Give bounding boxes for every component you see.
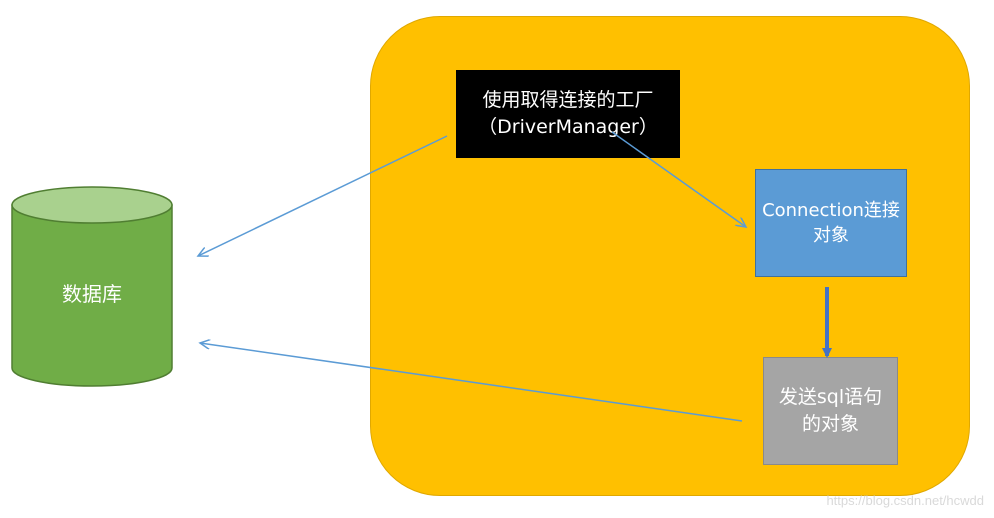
driver-manager-box: 使用取得连接的工厂 （DriverManager） bbox=[456, 70, 680, 158]
driver-manager-title: 使用取得连接的工厂 bbox=[482, 89, 654, 112]
statement-box: 发送sql语句的对象 bbox=[763, 357, 898, 465]
statement-label: 发送sql语句的对象 bbox=[778, 386, 883, 435]
watermark-text: https://blog.csdn.net/hcwdd bbox=[826, 493, 984, 508]
database-label: 数据库 bbox=[62, 282, 122, 306]
connection-label: Connection连接对象 bbox=[762, 199, 900, 246]
connection-box: Connection连接对象 bbox=[755, 169, 907, 277]
factory-to-connection-arrow bbox=[611, 131, 746, 227]
statement-to-database-arrow bbox=[200, 343, 743, 422]
factory-to-database-arrow bbox=[198, 135, 448, 256]
